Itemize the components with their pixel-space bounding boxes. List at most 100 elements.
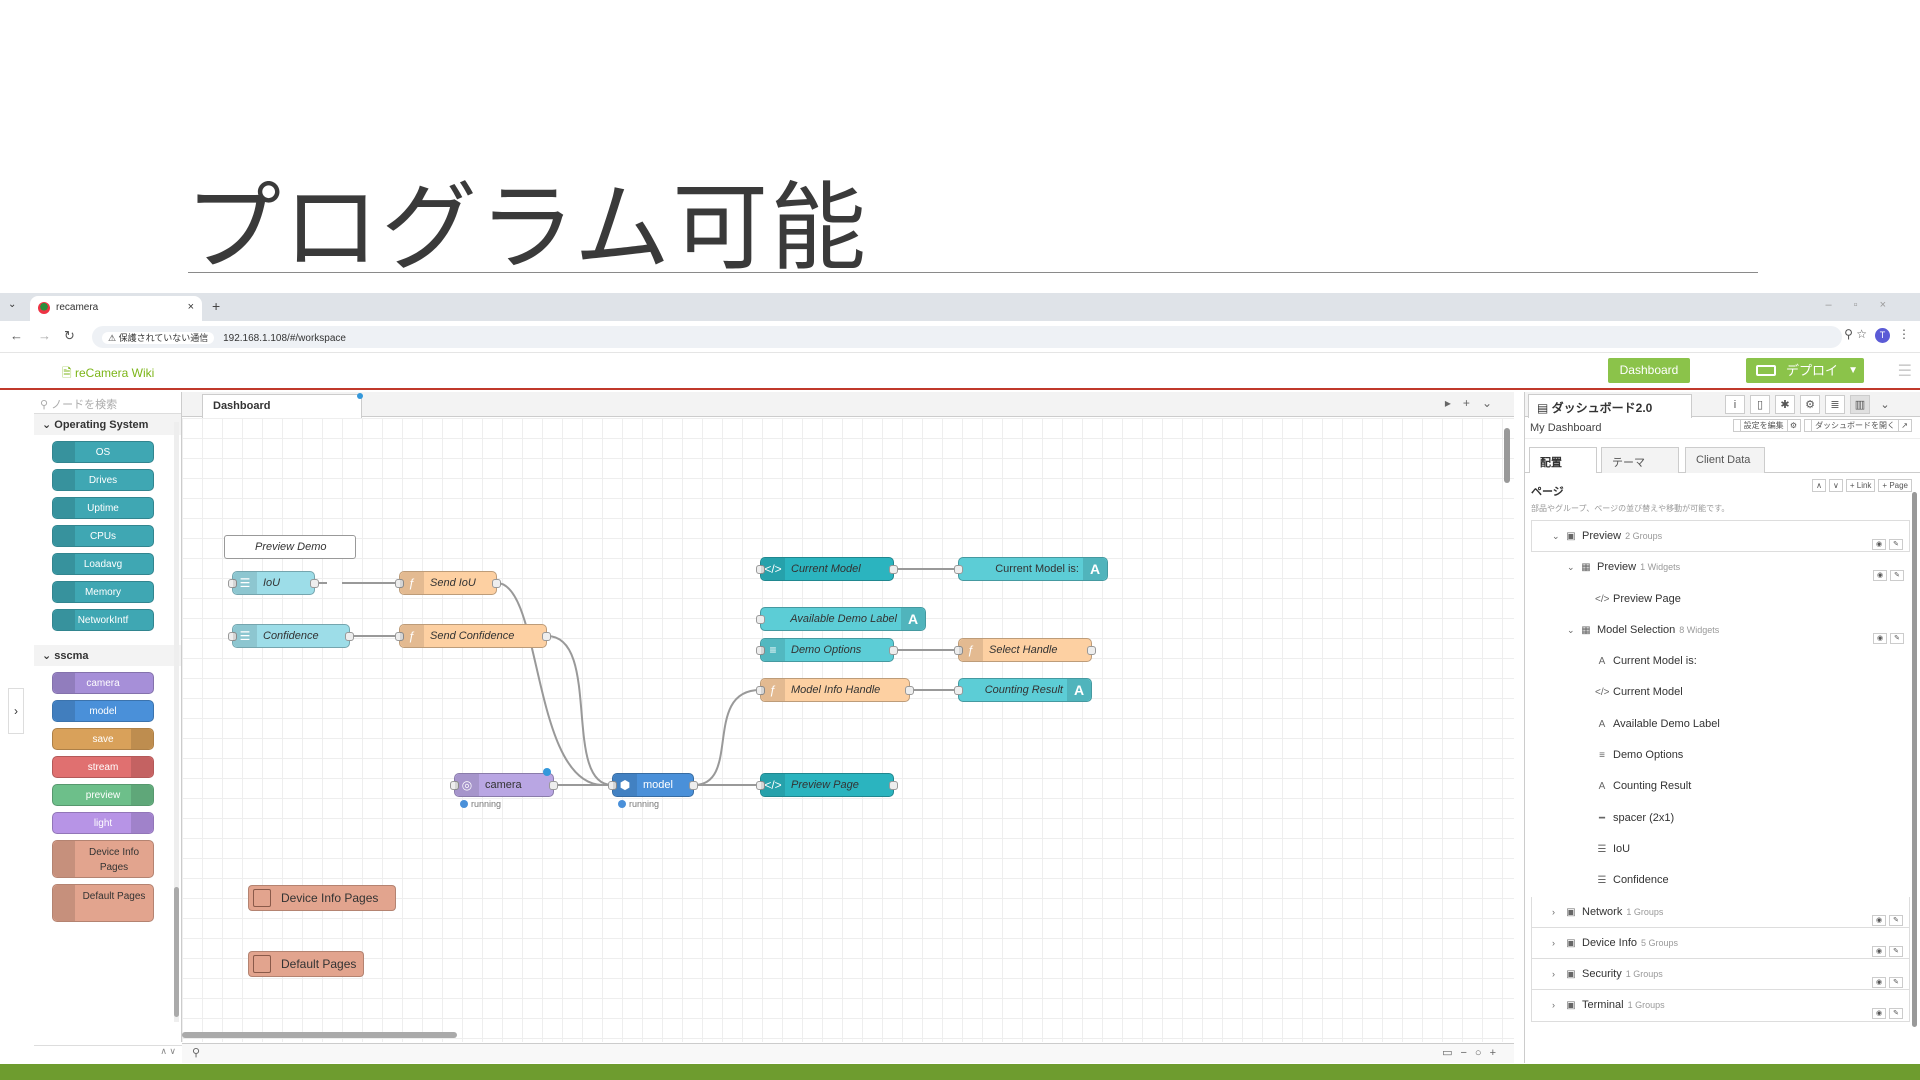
output-port[interactable] bbox=[310, 579, 319, 588]
database-icon[interactable]: ≣ bbox=[1825, 395, 1845, 414]
tree-item-spacer-2x1[interactable]: ━spacer (2x1) bbox=[1531, 803, 1910, 834]
main-menu-icon[interactable]: ☰ bbox=[1897, 363, 1912, 380]
node-current-model-is[interactable]: Current Model is:A bbox=[954, 557, 1108, 581]
node-current-model[interactable]: </>Current Model bbox=[756, 557, 898, 581]
input-port[interactable] bbox=[395, 579, 404, 588]
palette-search-input[interactable]: ⚲ ノードを検索 bbox=[34, 392, 181, 414]
tab-list-icon[interactable]: ⌄ bbox=[8, 299, 17, 310]
palette-node-light[interactable]: light bbox=[52, 812, 154, 834]
node-iou[interactable]: ☰IoU bbox=[228, 571, 319, 595]
sidebar-scroll-thumb[interactable] bbox=[1912, 492, 1917, 1027]
edit-settings-button[interactable]: 設定を編集 ⚙ bbox=[1732, 419, 1802, 432]
eye-icon[interactable]: ◉ bbox=[1872, 1008, 1887, 1020]
input-port[interactable] bbox=[395, 632, 404, 641]
add-page-button[interactable]: + Page bbox=[1878, 479, 1912, 492]
vscroll-thumb[interactable] bbox=[1504, 428, 1510, 483]
palette-node-camera[interactable]: camera bbox=[52, 672, 154, 694]
browser-tab[interactable]: recamera × bbox=[30, 296, 202, 321]
edit-icon[interactable]: ✎ bbox=[1889, 1008, 1903, 1020]
palette-node-stream[interactable]: stream bbox=[52, 756, 154, 778]
input-port[interactable] bbox=[756, 615, 765, 624]
forward-icon[interactable]: → bbox=[38, 328, 51, 343]
collapse-all-button[interactable]: ∨ bbox=[1828, 479, 1843, 492]
output-port[interactable] bbox=[549, 781, 558, 790]
chevron-down-icon[interactable]: ⌄ bbox=[1567, 562, 1575, 573]
back-icon[interactable]: ← bbox=[10, 328, 23, 343]
input-port[interactable] bbox=[450, 781, 459, 790]
node-camera[interactable]: ◎camera bbox=[450, 773, 558, 797]
comment-preview-demo[interactable]: Preview Demo bbox=[224, 535, 356, 559]
palette-scroll-thumb[interactable] bbox=[174, 887, 179, 1017]
profile-avatar[interactable]: T bbox=[1875, 328, 1890, 343]
output-port[interactable] bbox=[542, 632, 551, 641]
gear-icon[interactable]: ⚙ bbox=[1800, 395, 1820, 414]
output-port[interactable] bbox=[889, 646, 898, 655]
bug-icon[interactable]: ✱ bbox=[1775, 395, 1795, 414]
eye-icon[interactable]: ◉ bbox=[1872, 977, 1887, 989]
tree-item-demo-options[interactable]: ≡Demo Options bbox=[1531, 740, 1910, 771]
palette-node-memory[interactable]: Memory bbox=[52, 581, 154, 603]
sidebar-scrollbar[interactable] bbox=[1912, 492, 1917, 1052]
tree-item-preview-page[interactable]: </>Preview Page bbox=[1531, 584, 1910, 615]
deploy-dropdown-icon[interactable]: ▼ bbox=[1848, 365, 1858, 376]
palette-node-uptime[interactable]: Uptime bbox=[52, 497, 154, 519]
output-port[interactable] bbox=[889, 781, 898, 790]
eye-icon[interactable]: ◉ bbox=[1873, 570, 1888, 582]
node-confidence[interactable]: ☰Confidence bbox=[228, 624, 354, 648]
deploy-button[interactable]: デプロイ ▼ bbox=[1746, 358, 1864, 383]
input-port[interactable] bbox=[608, 781, 617, 790]
hscroll-thumb[interactable] bbox=[182, 1032, 457, 1038]
palette-node-os[interactable]: OS bbox=[52, 441, 154, 463]
input-port[interactable] bbox=[756, 686, 765, 695]
node-model[interactable]: ⬢model bbox=[608, 773, 698, 797]
close-tab-icon[interactable]: × bbox=[187, 301, 194, 313]
palette-node-preview[interactable]: preview bbox=[52, 784, 154, 806]
node-preview-page[interactable]: </>Preview Page bbox=[756, 773, 898, 797]
category-operating-system[interactable]: ⌄ Operating System bbox=[34, 414, 181, 435]
palette-node-default-pages[interactable]: Default Pages bbox=[52, 884, 154, 922]
edit-icon[interactable]: ✎ bbox=[1890, 632, 1904, 644]
palette-node-save[interactable]: save bbox=[52, 728, 154, 750]
output-port[interactable] bbox=[889, 565, 898, 574]
palette-node-loadavg[interactable]: Loadavg bbox=[52, 553, 154, 575]
input-port[interactable] bbox=[954, 565, 963, 574]
workspace-tab-controls[interactable]: ▸+⌄ bbox=[1444, 396, 1504, 410]
output-port[interactable] bbox=[345, 632, 354, 641]
node-demo-options[interactable]: ≡Demo Options bbox=[756, 638, 898, 662]
output-port[interactable] bbox=[1087, 646, 1096, 655]
expand-sidebar-icon[interactable]: › bbox=[8, 688, 24, 734]
search-flows-icon[interactable]: ⚲ bbox=[192, 1047, 201, 1059]
eye-icon[interactable]: ◉ bbox=[1872, 539, 1887, 550]
input-port[interactable] bbox=[756, 646, 765, 655]
input-port[interactable] bbox=[756, 781, 765, 790]
input-port[interactable] bbox=[228, 632, 237, 641]
chevron-right-icon[interactable]: › bbox=[1552, 1000, 1555, 1011]
chevron-down-icon[interactable]: ⌄ bbox=[1880, 399, 1890, 411]
info-icon[interactable]: i bbox=[1725, 395, 1745, 414]
tree-item-confidence[interactable]: ☰Confidence bbox=[1531, 865, 1910, 896]
chevron-right-icon[interactable]: › bbox=[1552, 906, 1555, 917]
palette-node-device-info-pages[interactable]: Device Info Pages bbox=[52, 840, 154, 878]
input-port[interactable] bbox=[954, 686, 963, 695]
tree-item-current-model[interactable]: </>Current Model bbox=[1531, 677, 1910, 708]
palette-node-drives[interactable]: Drives bbox=[52, 469, 154, 491]
subtab-layout[interactable]: 配置 bbox=[1529, 447, 1597, 473]
input-port[interactable] bbox=[954, 646, 963, 655]
window-controls[interactable]: –▫× bbox=[1825, 299, 1908, 311]
tree-item-iou[interactable]: ☰IoU bbox=[1531, 834, 1910, 865]
security-warning[interactable]: ⚠ 保護されていない通信 bbox=[102, 332, 215, 344]
add-link-button[interactable]: + Link bbox=[1845, 479, 1876, 492]
